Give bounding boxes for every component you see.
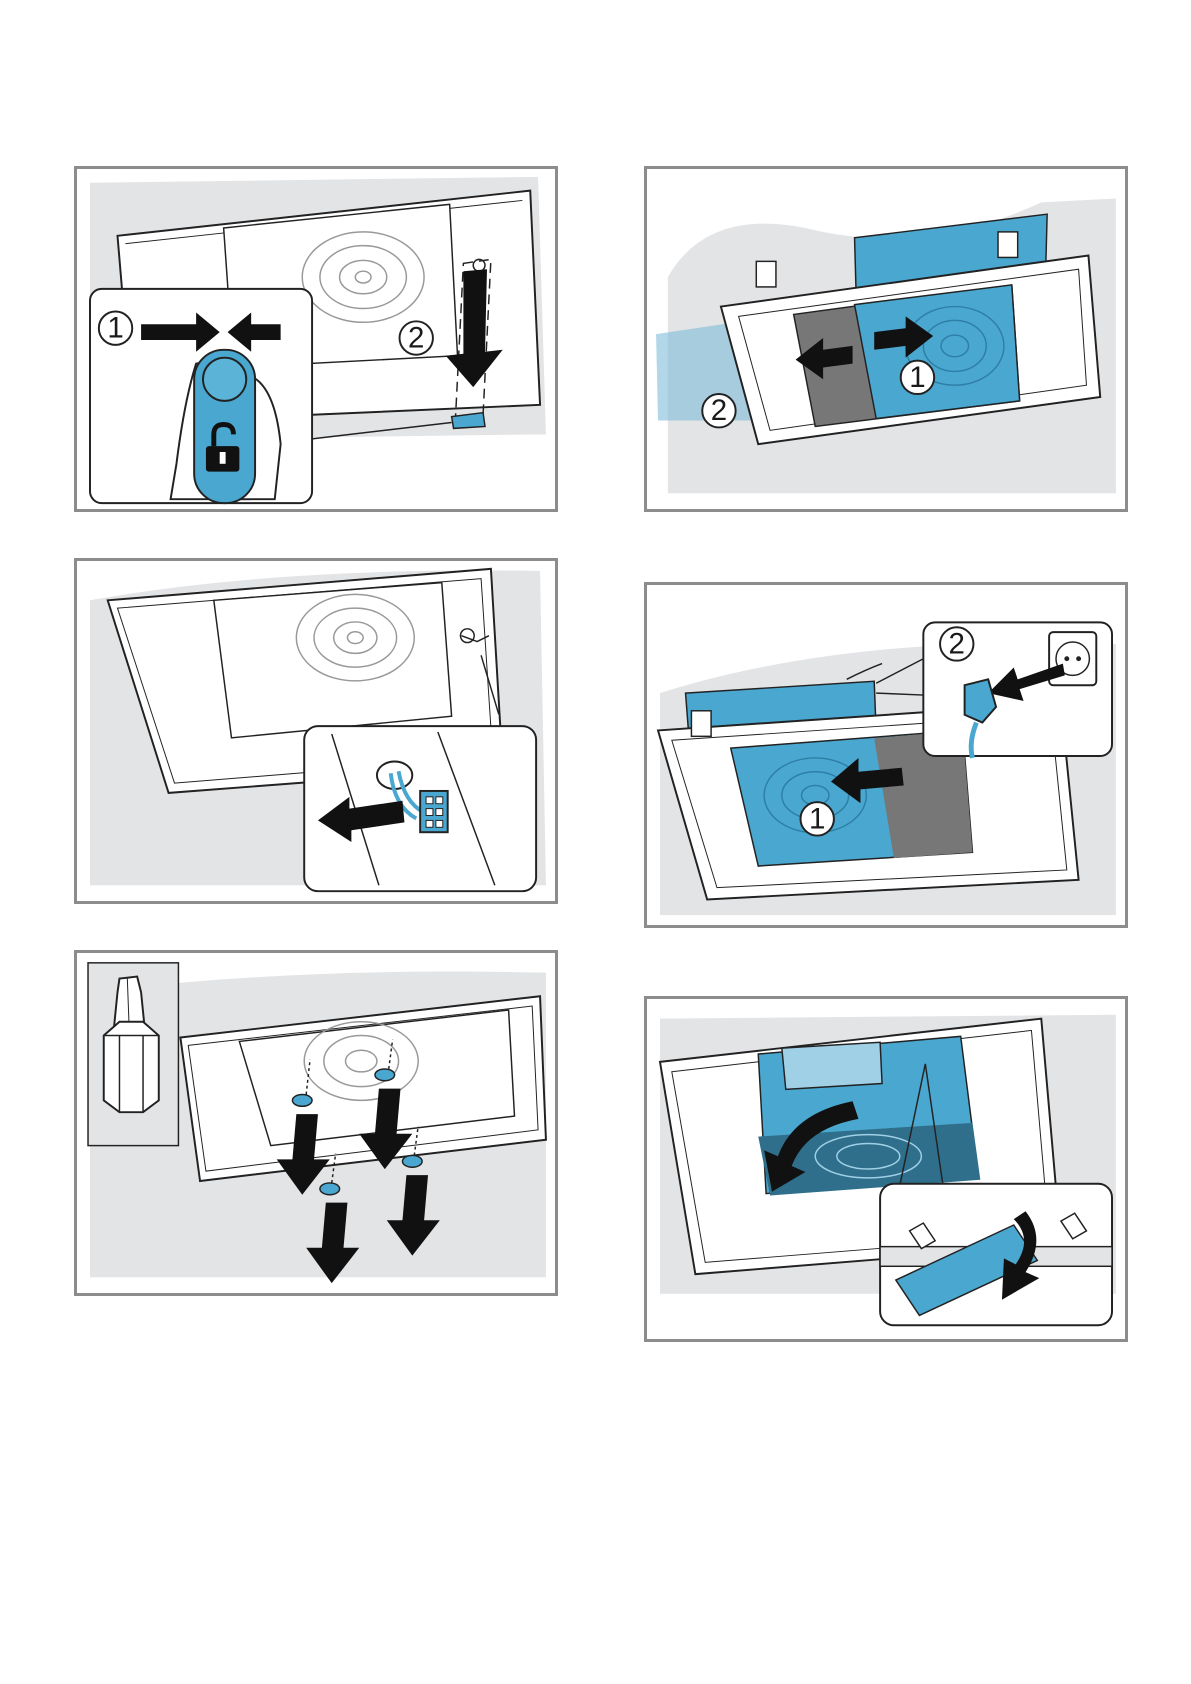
filter-cover [214, 583, 452, 738]
step-number-1-label: 1 [809, 802, 825, 835]
illustration-connect-plug: 1 2 [647, 585, 1125, 925]
step-number-2-label: 2 [949, 627, 965, 660]
illustration-disconnect-cable [77, 561, 555, 901]
connector-icon [420, 791, 448, 832]
step-number-1-label: 1 [107, 312, 123, 345]
step-number-2-label: 2 [711, 394, 727, 427]
step-panel-remove-screws [74, 950, 558, 1296]
step-number-1-label: 1 [909, 361, 925, 394]
filter-cassette [855, 285, 1020, 419]
step-panel-connect-plug: 1 2 [644, 582, 1128, 928]
step-number-2-label: 2 [408, 322, 424, 355]
illustration-release-lock: 2 1 [77, 169, 555, 509]
illustration-slide-filter: 1 2 [647, 169, 1125, 509]
step-panel-slide-filter: 1 2 [644, 166, 1128, 512]
step-panel-disconnect-cable [74, 558, 558, 904]
illustration-remove-screws [77, 953, 555, 1293]
illustration-lower-housing [647, 999, 1125, 1339]
step-panel-release-lock: 2 1 [74, 166, 558, 512]
step-panel-lower-housing [644, 996, 1128, 1342]
